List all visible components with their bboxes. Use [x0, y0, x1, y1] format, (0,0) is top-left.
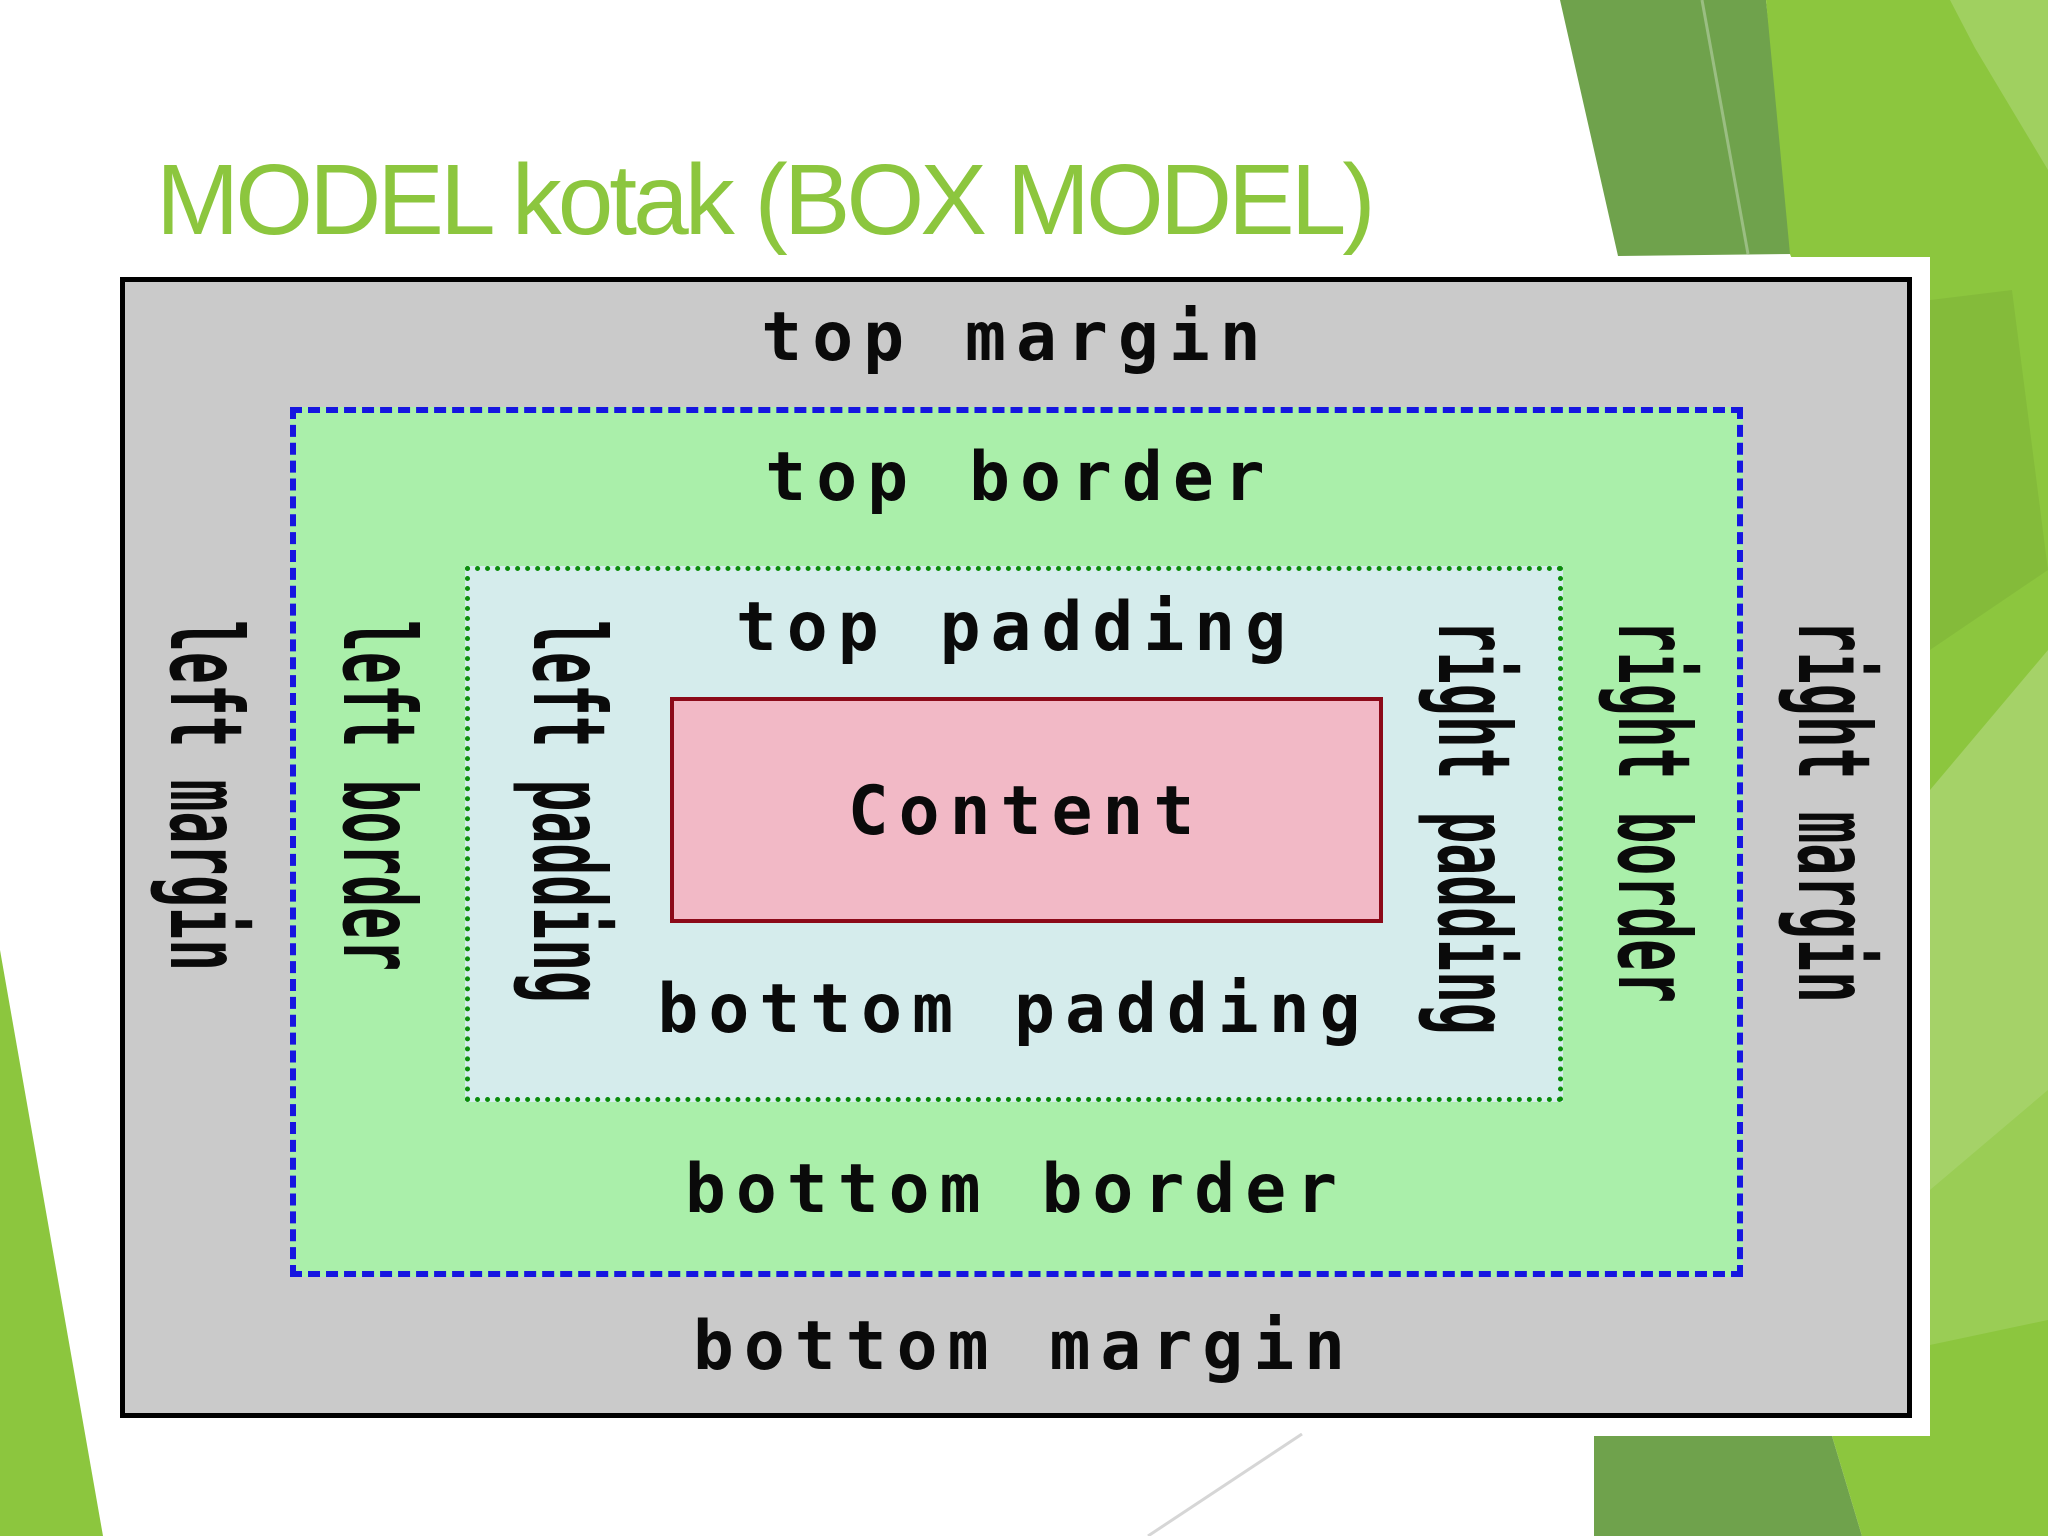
decor-corner-streak [1950, 0, 2048, 170]
label-right-padding: right padding [1415, 620, 1532, 1035]
label-bottom-margin: bottom margin [692, 1307, 1356, 1386]
decor-faint-diagonal-line [1147, 1432, 1303, 1536]
decor-top-right-olive-shape [1560, 0, 1794, 256]
label-left-margin: left margin [147, 620, 264, 972]
label-bottom-padding: bottom padding [657, 970, 1371, 1049]
label-left-border: left border [320, 620, 437, 972]
label-bottom-border: bottom border [684, 1150, 1348, 1229]
decor-bottom-left-triangle [0, 950, 103, 1536]
content-box [670, 697, 1383, 923]
label-right-margin: right margin [1775, 620, 1892, 1003]
label-content: Content [847, 772, 1205, 851]
label-top-border: top border [765, 438, 1275, 517]
label-left-padding: left padding [510, 620, 627, 1003]
decor-band-light-patch-2 [1930, 1090, 2048, 1345]
label-top-padding: top padding [735, 588, 1297, 667]
decor-band-shade [1930, 290, 2048, 650]
decor-bottom-right-bright-band [1832, 1436, 2048, 1536]
decor-right-band [1930, 0, 2048, 1536]
decor-bottom-right-olive-band [1594, 1436, 1862, 1536]
decor-band-light-patch [1930, 650, 2048, 1190]
label-top-margin: top margin [761, 298, 1271, 377]
decor-olive-highlight-line [1700, 0, 1750, 255]
label-right-border: right border [1595, 620, 1712, 1003]
slide-title: MODEL kotak (BOX MODEL) [156, 144, 1376, 256]
